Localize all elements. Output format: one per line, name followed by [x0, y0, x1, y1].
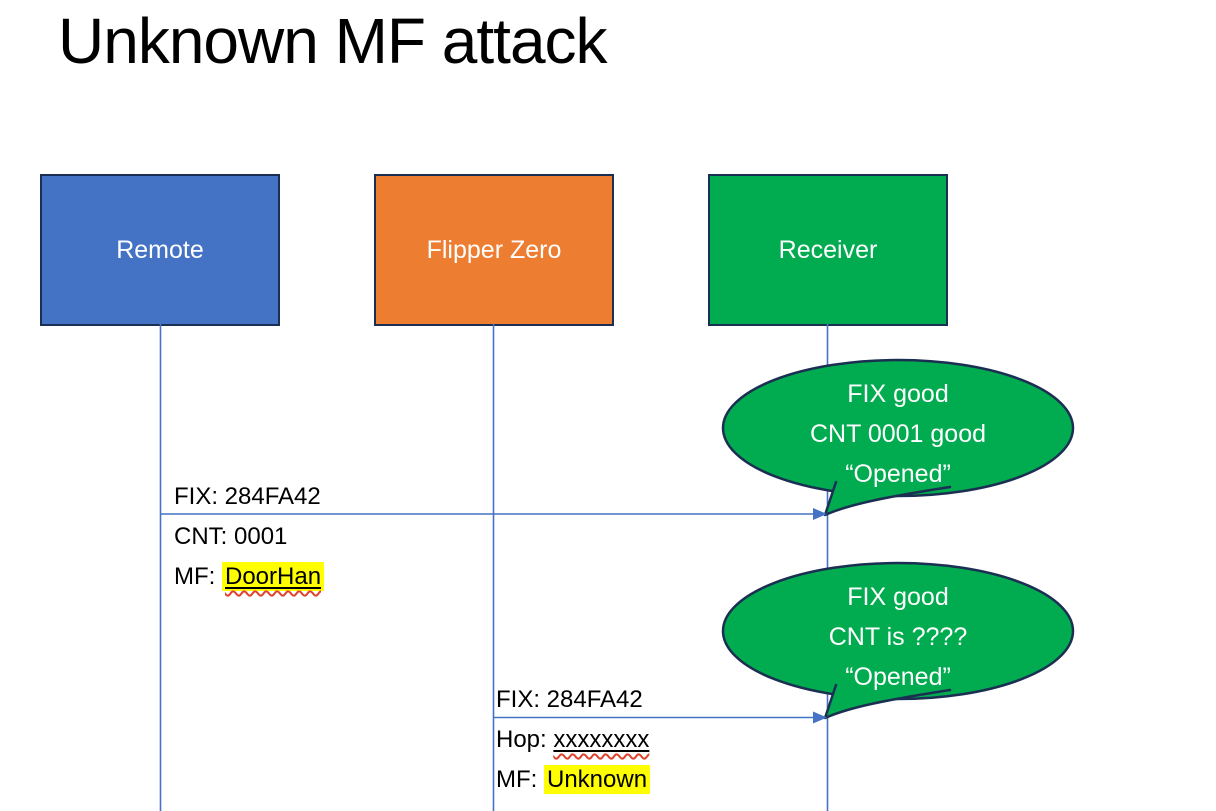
message-2-hop-value: xxxxxxxx	[553, 726, 650, 753]
actor-box-remote: Remote	[40, 174, 280, 326]
actor-box-flipper-zero: Flipper Zero	[374, 174, 614, 326]
message-1-mf-prefix: MF:	[174, 563, 222, 590]
message-2-hop: Hop: xxxxxxxx	[496, 720, 650, 760]
message-2-fix: FIX: 284FA42	[496, 686, 643, 713]
callout-1-line-1: FIX good	[847, 380, 949, 408]
message-1-fix: FIX: 284FA42	[174, 483, 321, 510]
callout-1-text: FIX good CNT 0001 good “Opened”	[738, 374, 1058, 494]
message-1-cnt: CNT: 0001	[174, 523, 288, 550]
message-2-mf: MF: Unknown	[496, 760, 651, 800]
actor-label-flipper-zero: Flipper Zero	[426, 235, 562, 264]
actor-box-receiver: Receiver	[708, 174, 948, 326]
message-2-mf-highlight: Unknown	[544, 765, 651, 794]
page-title: Unknown MF attack	[58, 5, 608, 77]
message-1-mf-squiggle: DoorHan	[222, 562, 325, 591]
message-2-mf-value: Unknown	[547, 766, 648, 793]
message-2-hop-squiggle: xxxxxxxx	[553, 726, 649, 753]
speech-bubble-1-tail	[823, 480, 952, 517]
message-1-mf-value: DoorHan	[225, 563, 322, 590]
callout-2-text: FIX good CNT is ???? “Opened”	[738, 577, 1058, 697]
message-1-labels: FIX: 284FA42 CNT: 0001 MF: DoorHan	[174, 477, 325, 597]
message-2-hop-prefix: Hop:	[496, 726, 554, 753]
actor-label-remote: Remote	[116, 235, 204, 264]
message-2-mf-prefix: MF:	[496, 766, 544, 793]
callout-2-line-2: CNT is ????	[828, 623, 968, 651]
actor-label-receiver: Receiver	[778, 235, 878, 264]
callout-2-line-1: FIX good	[847, 583, 949, 611]
message-1-mf-highlight: DoorHan	[222, 562, 325, 591]
message-2-labels: FIX: 284FA42 Hop: xxxxxxxx MF: Unknown	[496, 680, 651, 800]
callout-1-line-2: CNT 0001 good	[809, 420, 987, 448]
callout-1-line-3: “Opened”	[845, 460, 951, 488]
speech-bubble-2-tail	[823, 683, 952, 720]
message-arrow-2-head	[813, 711, 827, 724]
message-arrow-1-head	[813, 508, 827, 520]
message-1-mf: MF: DoorHan	[174, 557, 325, 597]
callout-2-line-3: “Opened”	[845, 663, 951, 691]
